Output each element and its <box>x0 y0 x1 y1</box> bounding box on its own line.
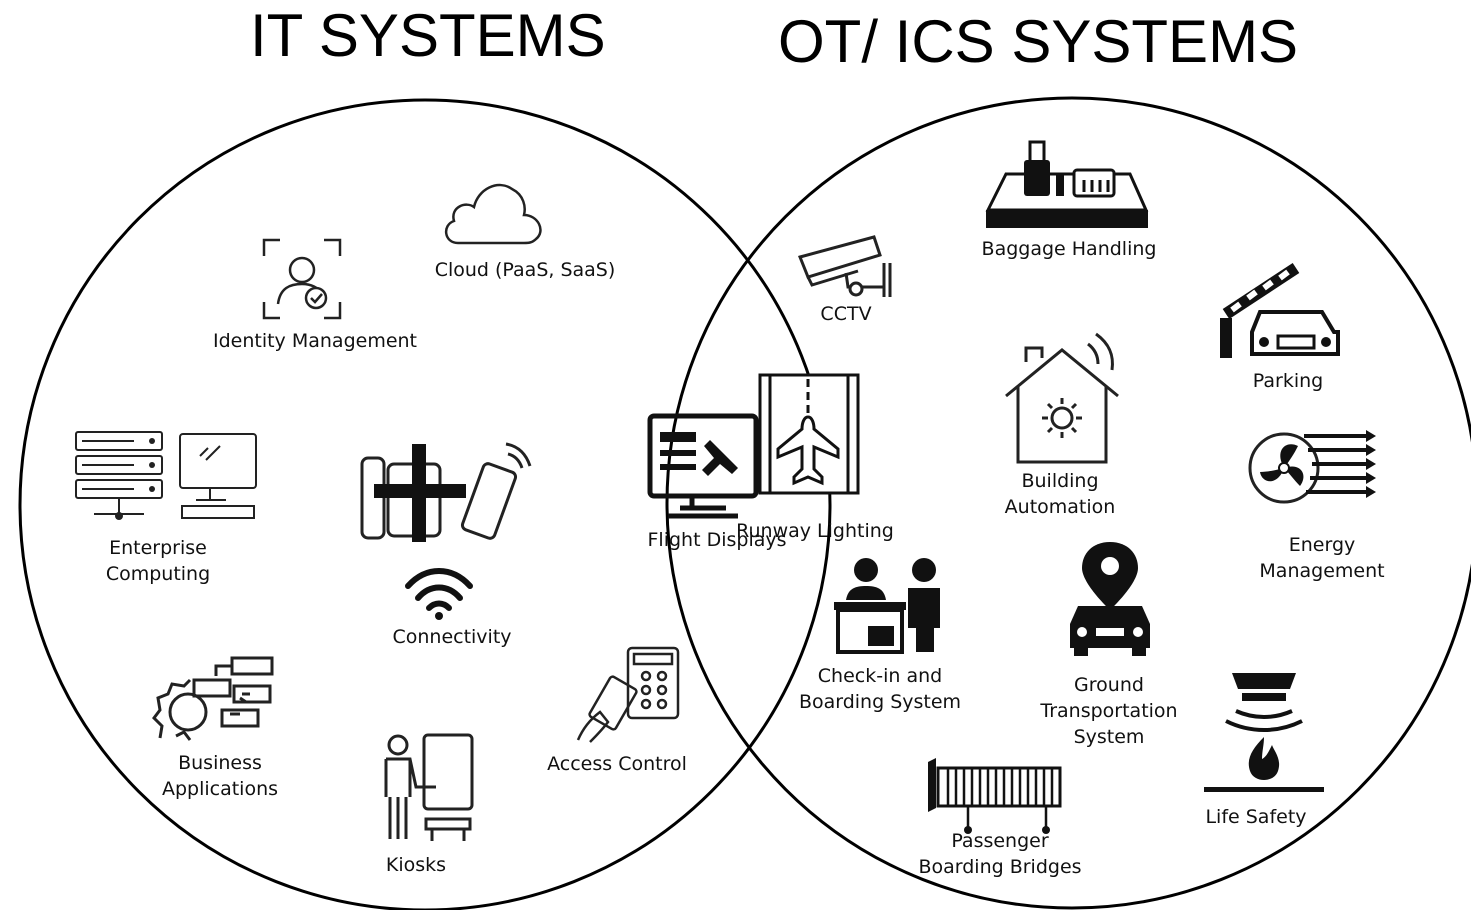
cctv-icon <box>798 233 896 299</box>
parking-icon <box>1218 262 1348 360</box>
connectivity-label: Connectivity <box>392 626 512 648</box>
life-safety-label: Life Safety <box>1205 806 1307 828</box>
server-computer-icon <box>74 430 260 524</box>
baggage-icon <box>984 138 1150 230</box>
runway-lighting-label: Runway Lighting <box>736 520 894 542</box>
identity-icon <box>262 238 342 320</box>
phone-icon <box>360 440 532 544</box>
business-label: Business Applications <box>161 752 279 800</box>
wifi-icon <box>404 566 474 620</box>
building-label: Building Automation <box>1004 470 1116 518</box>
boarding-bridge-icon <box>924 756 1064 836</box>
flight-displays-label: Flight Displays <box>647 529 787 551</box>
life-safety-icon <box>1202 667 1326 795</box>
kiosks-label: Kiosks <box>385 854 447 876</box>
identity-label: Identity Management <box>212 330 418 352</box>
flight-display-icon <box>646 412 760 522</box>
parking-label: Parking <box>1252 370 1324 392</box>
boarding-bridges-label: Passenger Boarding Bridges <box>918 830 1082 878</box>
cloud-icon <box>440 175 552 247</box>
building-automation-icon <box>1002 332 1124 464</box>
runway-icon <box>758 373 860 495</box>
cloud-label: Cloud (PaaS, SaaS) <box>434 259 616 281</box>
kiosk-icon <box>376 733 476 843</box>
it-circle <box>18 98 832 910</box>
access-control-label: Access Control <box>547 753 687 775</box>
ground-transport-label: Ground Transportation System <box>1040 674 1178 748</box>
energy-fan-icon <box>1244 428 1380 506</box>
checkin-icon <box>832 556 948 654</box>
energy-label: Energy Management <box>1259 534 1385 582</box>
baggage-label: Baggage Handling <box>981 238 1157 260</box>
ground-transport-icon <box>1064 540 1156 658</box>
checkin-label: Check-in and Boarding System <box>798 665 962 713</box>
business-apps-icon <box>150 654 276 746</box>
cctv-label: CCTV <box>820 303 872 325</box>
ot-systems-title: OT/ ICS SYSTEMS <box>778 8 1299 75</box>
access-control-icon <box>574 646 682 746</box>
ot-circle <box>665 96 1471 910</box>
enterprise-label: Enterprise Computing <box>105 537 211 585</box>
it-systems-title: IT SYSTEMS <box>250 2 606 69</box>
